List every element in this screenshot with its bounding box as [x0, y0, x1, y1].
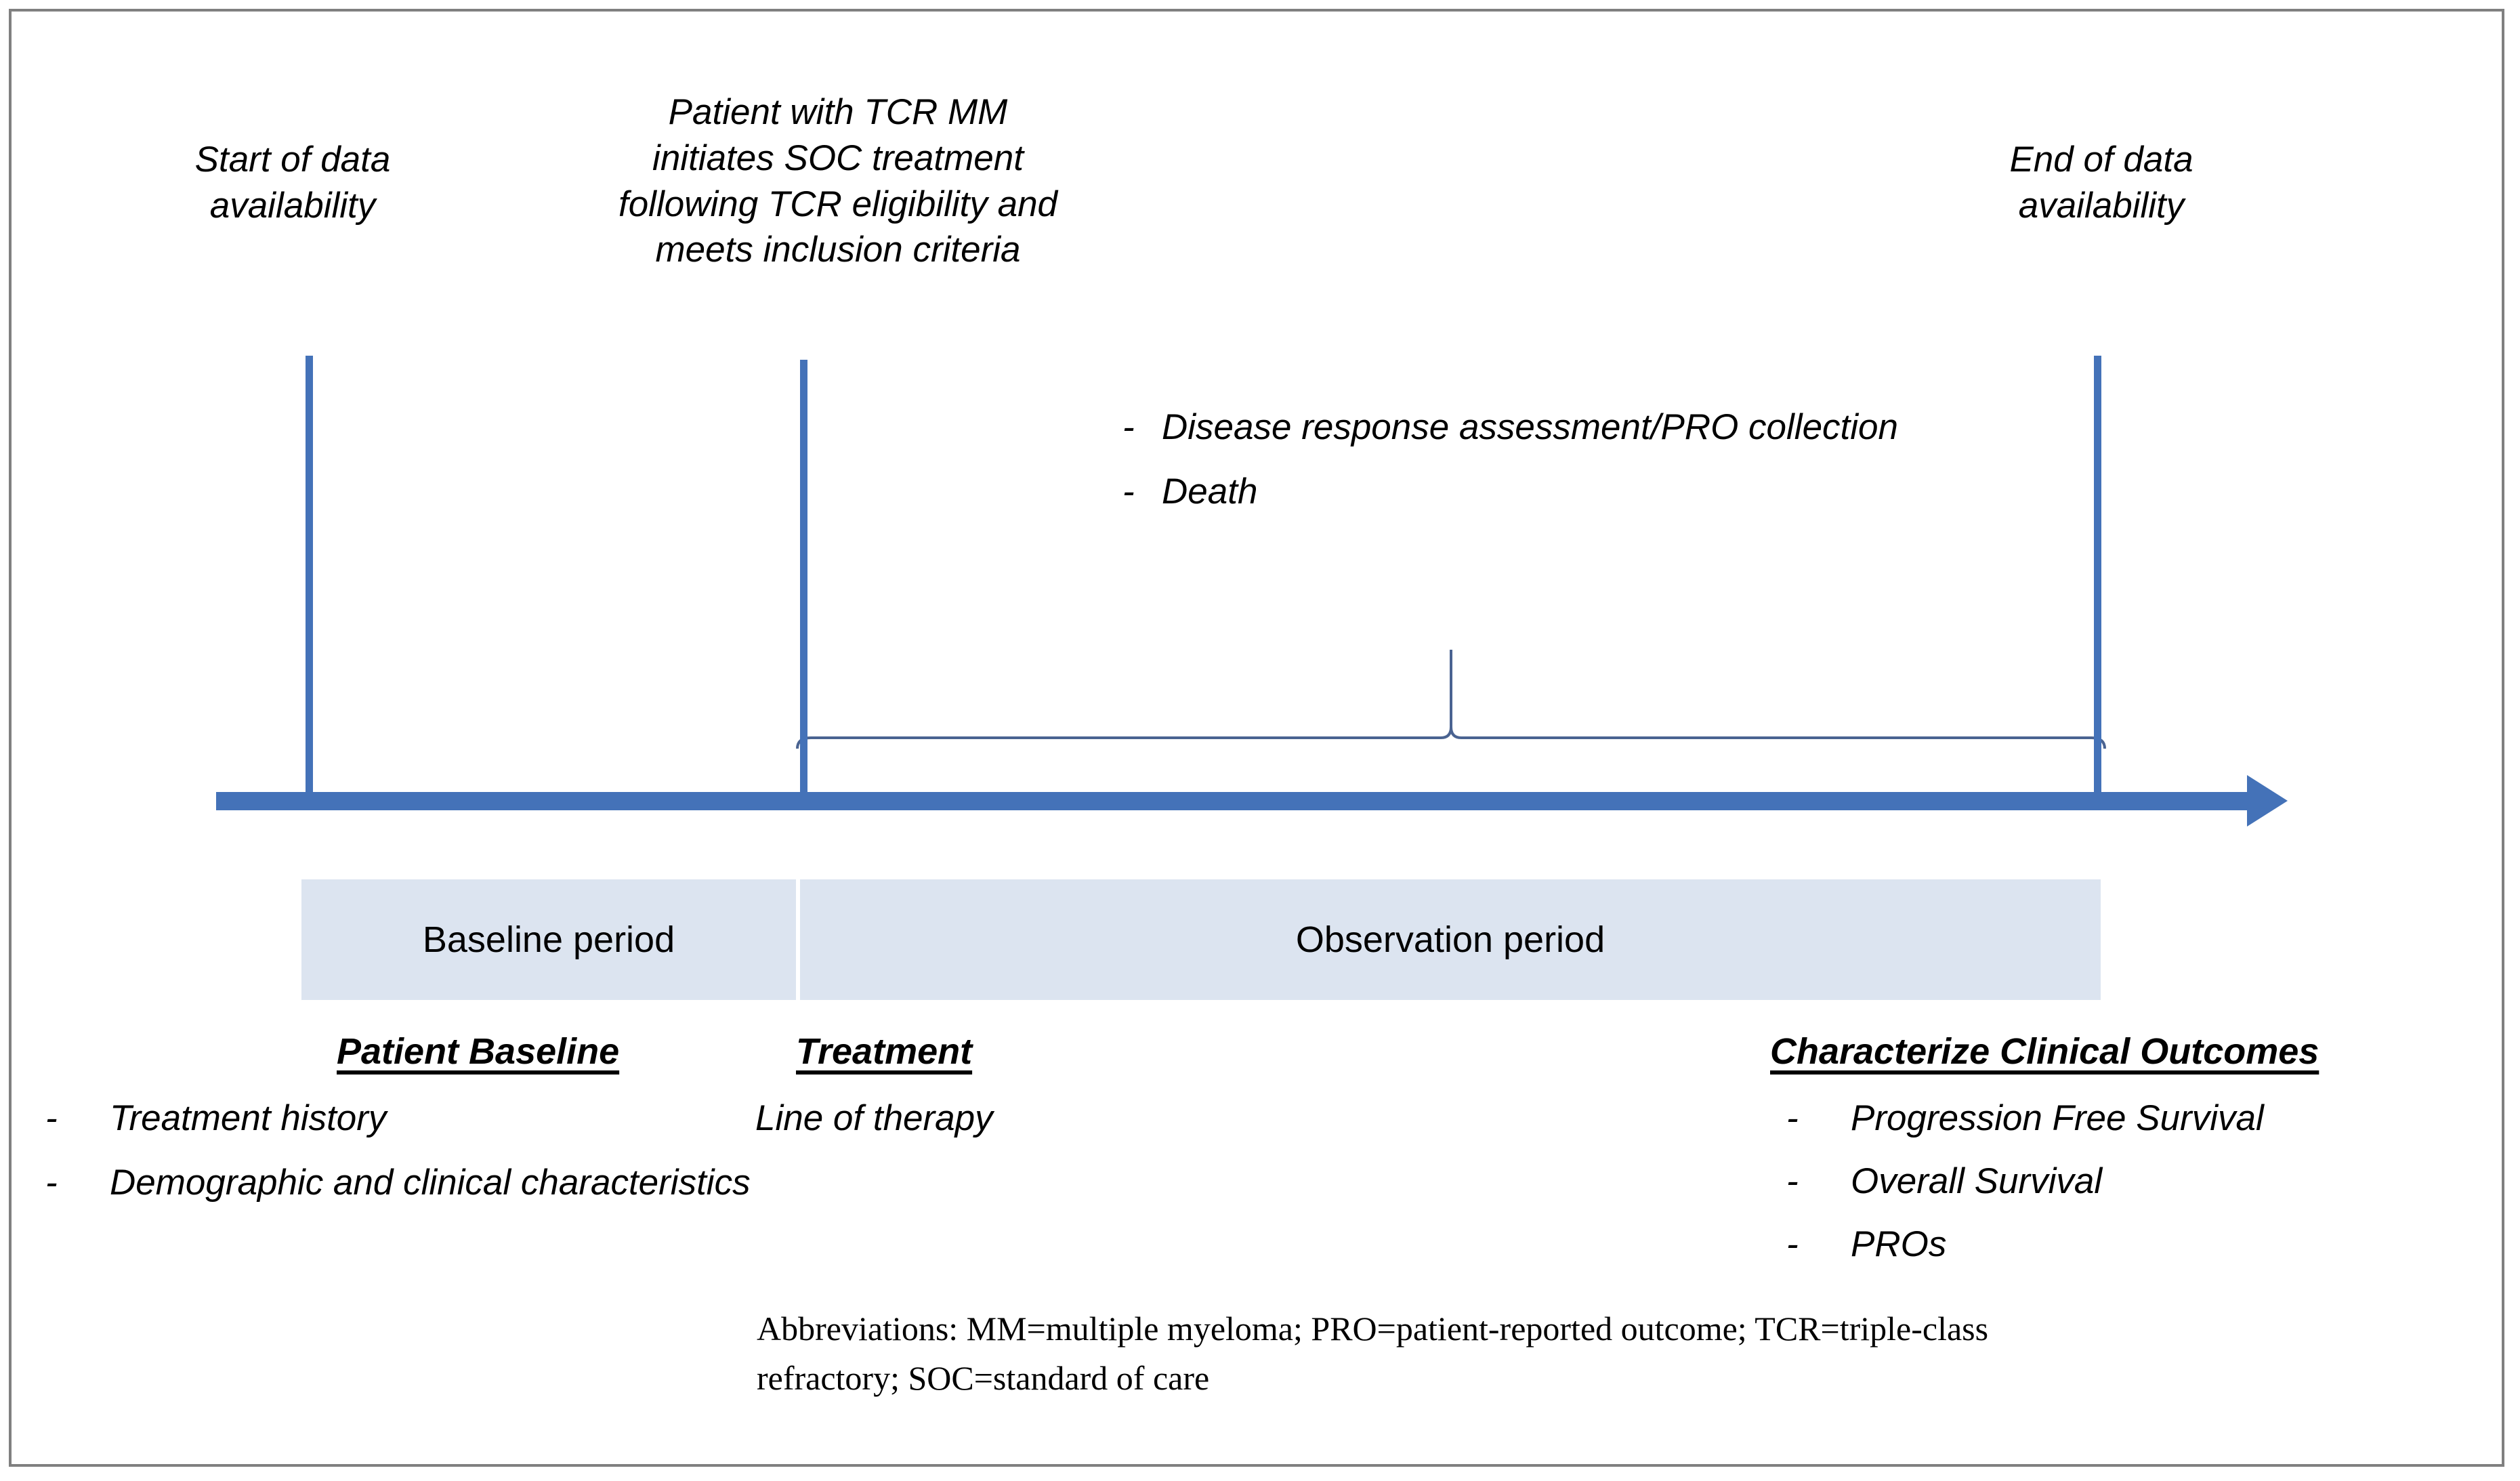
footnote-line-1: Abbreviations: MM=multiple myeloma; PRO=… [757, 1310, 1989, 1348]
observation-event-label: Disease response assessment/PRO collecti… [1162, 407, 1898, 447]
list-item: - Progression Free Survival [1786, 1094, 2484, 1142]
list-item-label: Demographic and clinical characteristics [110, 1163, 751, 1203]
list-item: - Overall Survival [1786, 1157, 2484, 1205]
bullet-dash-icon: - [1122, 407, 1135, 447]
list-item: - Treatment history [45, 1094, 858, 1142]
abbreviations-footnote: Abbreviations: MM=multiple myeloma; PRO=… [757, 1304, 2464, 1402]
period-label-baseline: Baseline period [422, 919, 675, 960]
period-bar-observation: Observation period [800, 879, 2101, 1000]
period-label-observation: Observation period [1295, 919, 1605, 960]
block-heading-treatment: Treatment [796, 1031, 973, 1072]
list-item-label: PROs [1851, 1224, 1947, 1265]
list-item: - Demographic and clinical characteristi… [45, 1159, 858, 1207]
milestone-label-end-of-data: End of data availability [2009, 140, 2193, 226]
observation-event-item: - Disease response assessment/PRO collec… [1122, 404, 1996, 451]
block-heading-characterize-clinical-outcomes: Characterize Clinical Outcomes [1770, 1031, 2319, 1072]
list-item: - PROs [1786, 1220, 2484, 1268]
observation-events-list: - Disease response assessment/PRO collec… [1122, 404, 1996, 524]
observation-event-label: Death [1162, 471, 1258, 512]
block-list-patient-baseline: - Treatment history - Demographic and cl… [45, 1094, 858, 1207]
block-list-outcomes: - Progression Free Survival - Overall Su… [1786, 1094, 2484, 1268]
footnote-line-2: refractory; SOC=standard of care [757, 1358, 1210, 1397]
list-item-label: Treatment history [110, 1098, 387, 1138]
list-item-label: Overall Survival [1851, 1161, 2103, 1202]
block-item-treatment-line-of-therapy: Line of therapy [755, 1098, 993, 1138]
block-heading-patient-baseline: Patient Baseline [337, 1031, 620, 1072]
timeline-tick-start-of-data [306, 356, 313, 801]
bullet-dash-icon: - [1786, 1161, 1799, 1202]
bullet-dash-icon: - [45, 1098, 58, 1138]
observation-event-item: - Death [1122, 469, 1996, 516]
timeline-arrowhead-icon [2247, 775, 2288, 827]
milestone-label-start-of-data: Start of data availability [194, 140, 391, 226]
study-design-figure: Start of data availability Patient with … [9, 9, 2504, 1467]
bullet-dash-icon: - [1122, 471, 1135, 512]
bullet-dash-icon: - [1786, 1098, 1799, 1138]
period-bar-baseline: Baseline period [301, 879, 796, 1000]
milestone-label-treatment-initiation: Patient with TCR MM initiates SOC treatm… [618, 92, 1058, 270]
bullet-dash-icon: - [45, 1163, 58, 1203]
list-item-label: Progression Free Survival [1851, 1098, 2264, 1138]
timeline-tick-end-of-data [2094, 356, 2101, 801]
bullet-dash-icon: - [1786, 1224, 1799, 1265]
timeline-axis [216, 792, 2248, 810]
observation-window-brace [796, 650, 2106, 749]
timeline-tick-treatment-initiation [800, 360, 807, 801]
